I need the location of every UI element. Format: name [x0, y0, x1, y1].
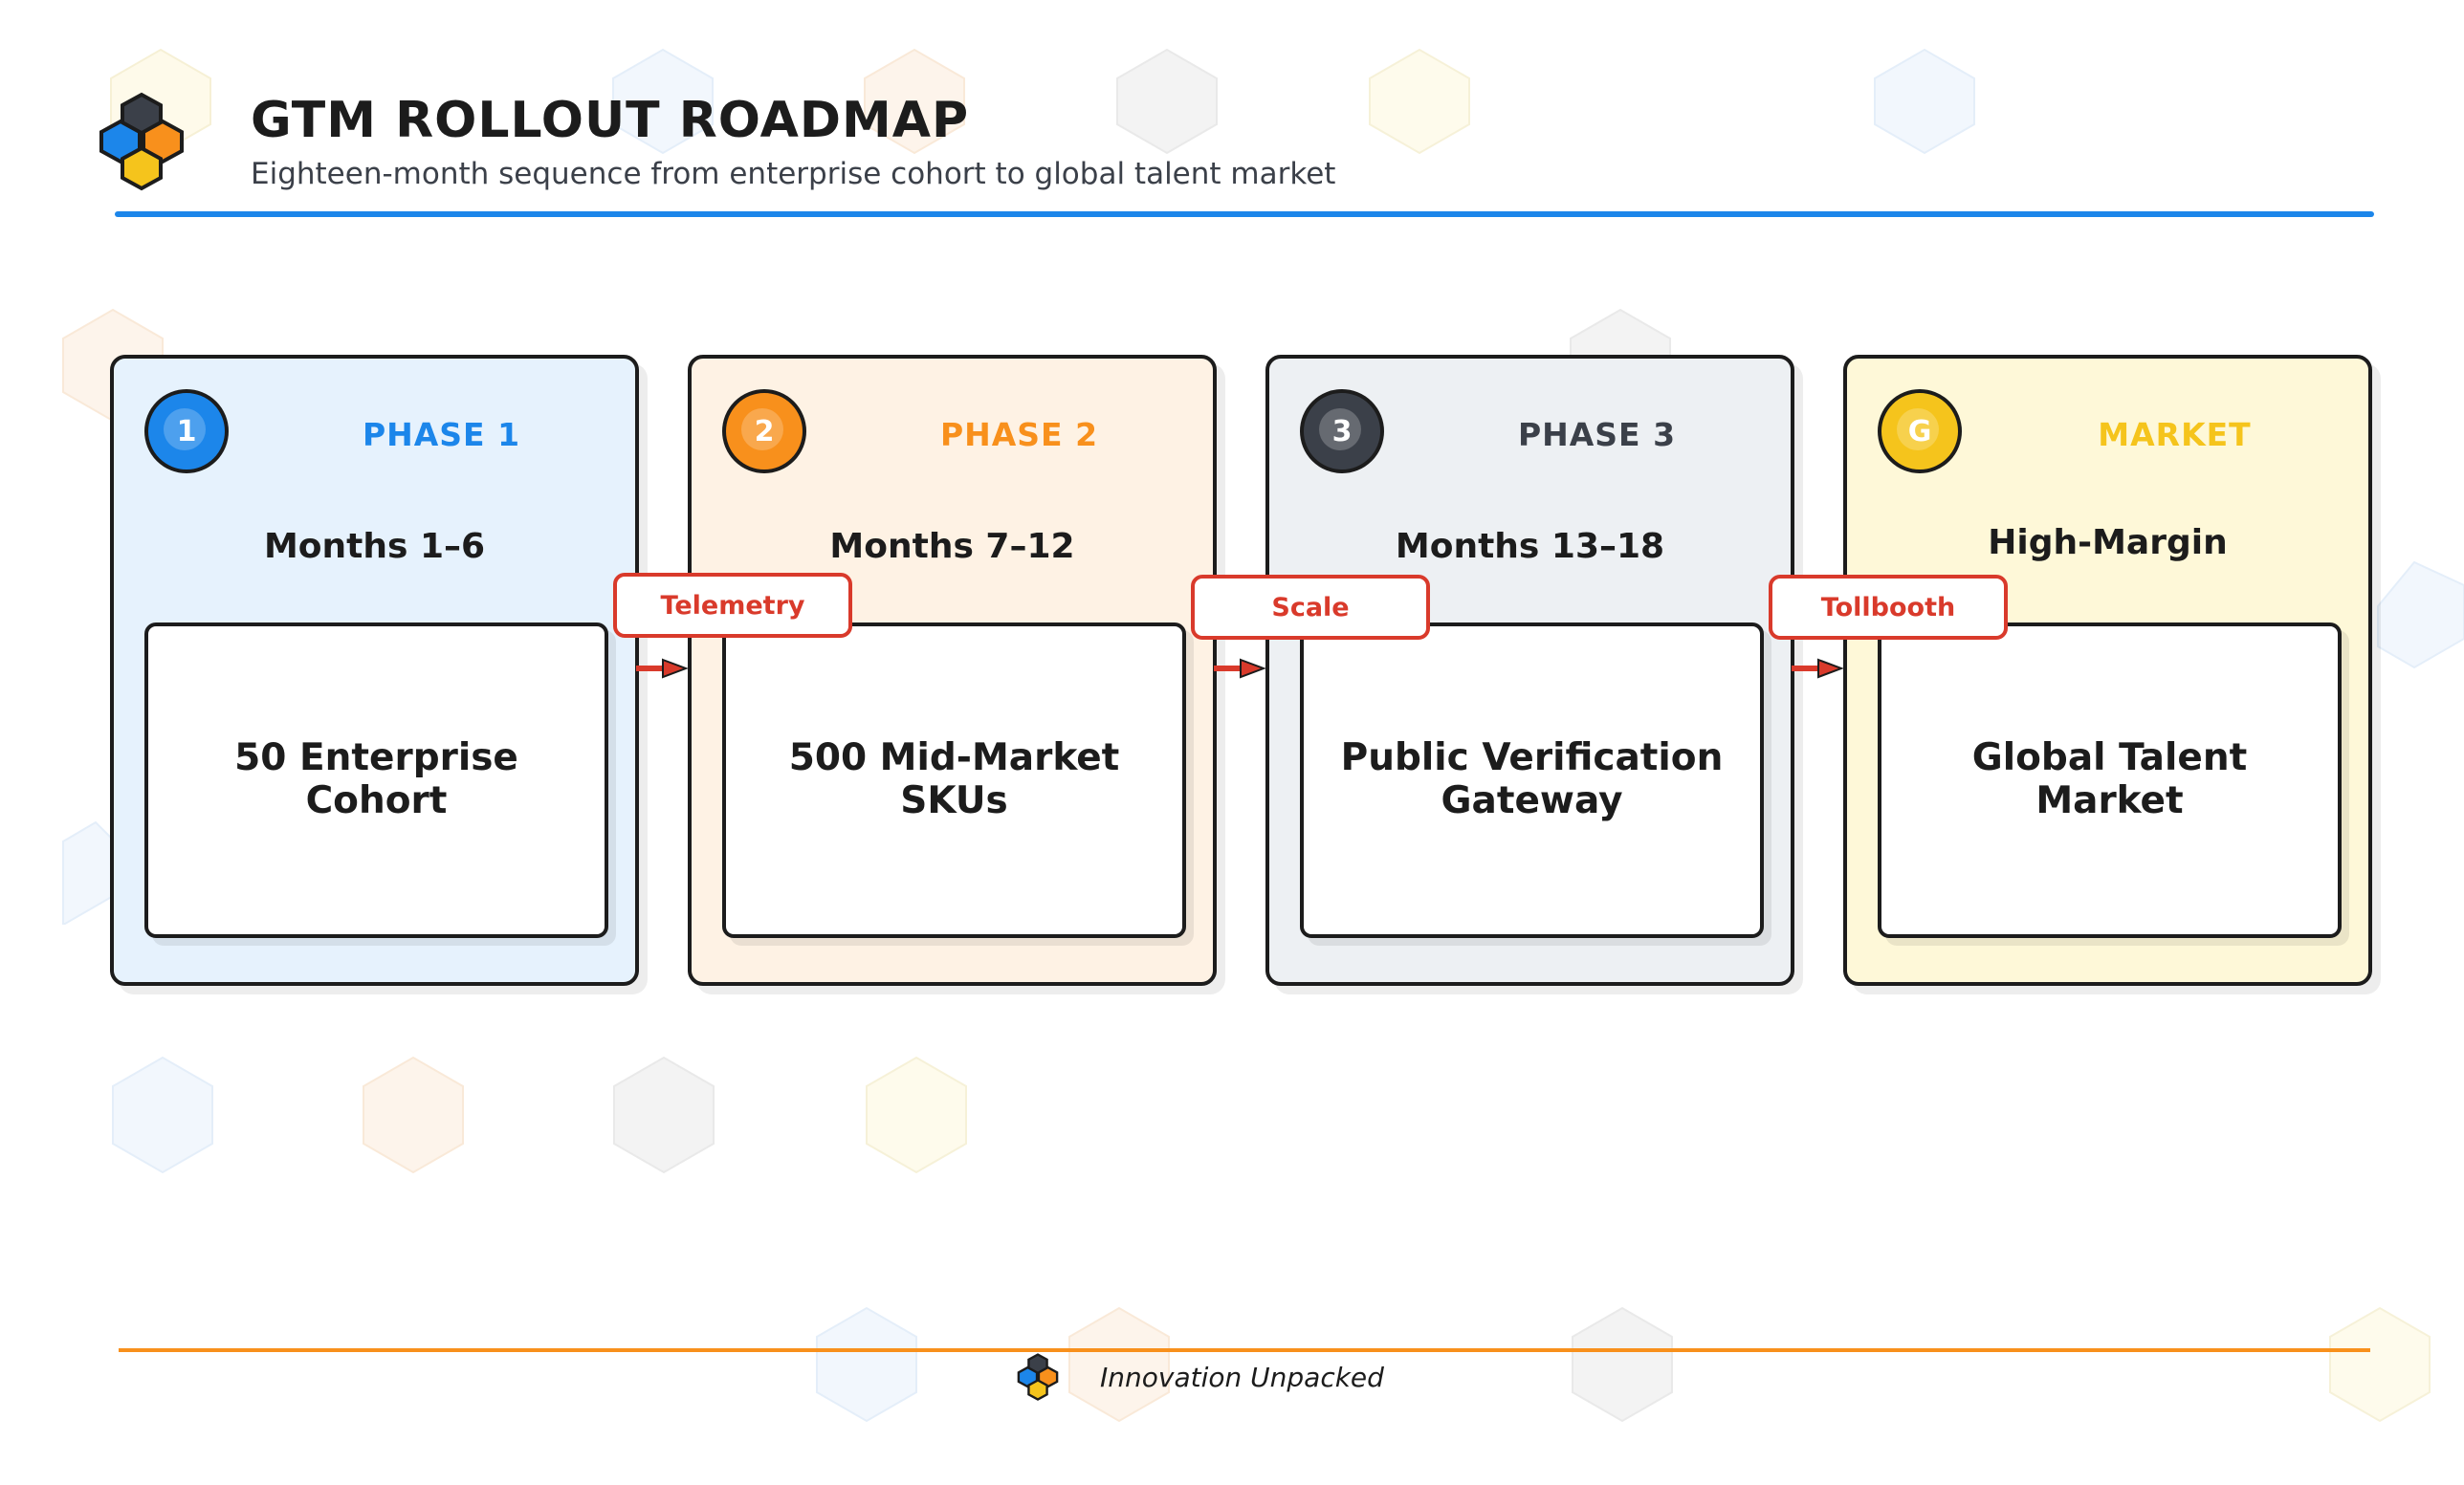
phase-card-2: 2 PHASE 2 Months 7–12 500 Mid-Market SKU…	[688, 355, 1217, 986]
page-title: GTM ROLLOUT ROADMAP	[251, 92, 970, 149]
footer-brand: Innovation Unpacked	[1100, 1362, 1384, 1393]
connector-label-telemetry: Telemetry	[613, 573, 852, 638]
arrow-right-icon	[1792, 658, 1844, 679]
milestone-box: Public Verification Gateway	[1300, 622, 1764, 938]
phase-period: High-Margin	[1988, 523, 2228, 562]
milestone-text: 500 Mid-Market SKUs	[788, 736, 1120, 822]
phase-label: PHASE 2	[939, 416, 1099, 453]
phase-period: Months 13–18	[1395, 527, 1665, 566]
header-divider	[115, 211, 2374, 217]
phase-period: Months 7–12	[829, 527, 1075, 566]
arrow-right-icon	[1214, 658, 1266, 679]
badge-label: G	[1907, 414, 1932, 448]
phase-label: MARKET	[2098, 416, 2252, 453]
connector-label-scale: Scale	[1191, 575, 1430, 640]
badge-label: 2	[754, 414, 775, 448]
arrow-right-icon	[636, 658, 689, 679]
market-letter-badge: G	[1878, 389, 1962, 473]
phase-card-3: 3 PHASE 3 Months 13–18 Public Verificati…	[1265, 355, 1794, 986]
phase-label: PHASE 1	[362, 416, 521, 453]
milestone-text: 50 Enterprise Cohort	[234, 736, 518, 822]
phase-card-1: 1 PHASE 1 Months 1–6 50 Enterprise Cohor…	[110, 355, 639, 986]
milestone-box: Global Talent Market	[1878, 622, 2342, 938]
phase-period: Months 1–6	[263, 527, 486, 566]
phase-1-number-badge: 1	[144, 389, 229, 473]
connector-label-tollbooth: Tollbooth	[1769, 575, 2008, 640]
milestone-text: Global Talent Market	[1971, 736, 2248, 822]
phase-2-number-badge: 2	[722, 389, 806, 473]
phase-3-number-badge: 3	[1300, 389, 1384, 473]
milestone-box: 500 Mid-Market SKUs	[722, 622, 1186, 938]
badge-label: 1	[176, 414, 197, 448]
badge-label: 3	[1331, 414, 1353, 448]
hexagon-cluster-icon	[1017, 1353, 1059, 1401]
phase-label: PHASE 3	[1517, 416, 1677, 453]
milestone-text: Public Verification Gateway	[1340, 736, 1724, 822]
phase-card-market: G MARKET High-Margin Global Talent Marke…	[1843, 355, 2372, 986]
hexagon-cluster-icon	[99, 92, 184, 191]
footer-divider	[119, 1348, 2370, 1352]
milestone-box: 50 Enterprise Cohort	[144, 622, 608, 938]
page-subtitle: Eighteen-month sequence from enterprise …	[251, 157, 1336, 191]
